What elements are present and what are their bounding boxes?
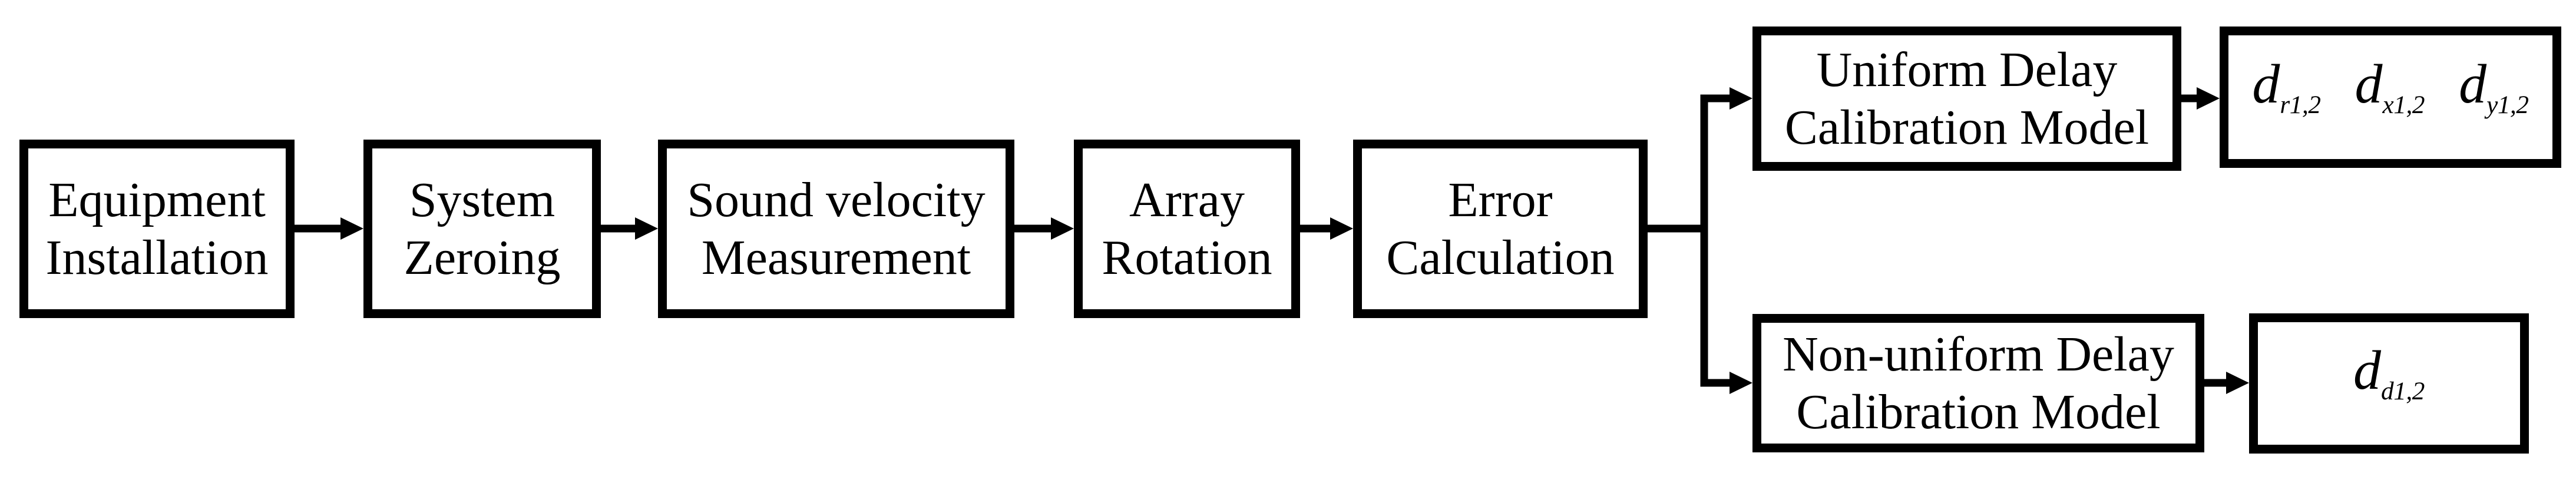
arrow-sound-velocity-to-array-rotation xyxy=(1010,217,1074,240)
output-variable: dr1,2 xyxy=(2252,54,2321,137)
box-non-uniform-delay-calibration-model: Non-uniform Delay Calibration Model xyxy=(1752,314,2204,452)
variable-base: d xyxy=(2355,54,2383,115)
connector-error-to-branch xyxy=(1644,94,1708,387)
box-label-line: Installation xyxy=(45,230,269,285)
box-uniform-delay-outputs: dr1,2 dx1,2 dy1,2 xyxy=(2220,27,2561,168)
arrow-array-rotation-to-error-calculation xyxy=(1296,217,1353,240)
box-array-rotation: Array Rotation xyxy=(1074,140,1300,318)
box-equipment-installation: Equipment Installation xyxy=(19,140,295,318)
box-label-line: Sound velocity xyxy=(687,173,986,228)
box-label-line: Uniform Delay xyxy=(1816,42,2118,98)
arrowhead-icon xyxy=(340,217,363,240)
box-label-line: Calibration Model xyxy=(1784,100,2150,155)
box-label-line: Measurement xyxy=(701,230,971,285)
box-label-line: Error xyxy=(1448,173,1553,228)
box-non-uniform-delay-output: dd1,2 xyxy=(2249,313,2529,454)
box-label-line: Array xyxy=(1129,173,1245,228)
box-sound-velocity-measurement: Sound velocity Measurement xyxy=(658,140,1014,318)
box-label-line: Equipment xyxy=(48,173,266,228)
arrowhead-icon xyxy=(635,217,658,240)
box-error-calculation: Error Calculation xyxy=(1353,140,1648,318)
box-label-line: Rotation xyxy=(1102,230,1272,285)
variable-base: d xyxy=(2252,54,2280,115)
output-variable: dy1,2 xyxy=(2459,57,2529,137)
box-label-line: Calculation xyxy=(1386,230,1615,285)
box-label-line: Calibration Model xyxy=(1796,384,2161,439)
arrowhead-icon xyxy=(2226,372,2249,394)
variable-subscript: y1,2 xyxy=(2486,91,2529,120)
arrow-zeroing-to-sound-velocity xyxy=(597,217,658,240)
variable-base: d xyxy=(2353,340,2382,402)
arrowhead-icon xyxy=(1330,217,1353,240)
arrow-equipment-to-zeroing xyxy=(290,217,363,240)
arrowhead-icon xyxy=(2197,87,2220,110)
box-system-zeroing: System Zeroing xyxy=(363,140,601,318)
variable-subscript: x1,2 xyxy=(2382,91,2425,120)
variable-subscript: r1,2 xyxy=(2280,91,2321,120)
arrowhead-icon xyxy=(1730,87,1752,110)
box-label-line: Zeroing xyxy=(404,230,561,285)
variable-subscript: d1,2 xyxy=(2381,377,2425,406)
output-variable: dd1,2 xyxy=(2353,343,2425,424)
box-label-line: Non-uniform Delay xyxy=(1783,327,2174,382)
arrow-uniform-delay-to-outputs xyxy=(2177,87,2220,110)
box-label-line: System xyxy=(409,173,555,228)
arrowhead-icon xyxy=(1051,217,1074,240)
output-variable: dx1,2 xyxy=(2355,57,2425,137)
arrowhead-icon xyxy=(1730,372,1752,394)
arrow-branch-to-non-uniform-delay xyxy=(1700,372,1752,394)
arrow-non-uniform-delay-to-output xyxy=(2200,372,2249,394)
arrow-branch-to-uniform-delay xyxy=(1700,87,1752,110)
box-uniform-delay-calibration-model: Uniform Delay Calibration Model xyxy=(1752,27,2181,171)
variable-base: d xyxy=(2459,54,2487,115)
